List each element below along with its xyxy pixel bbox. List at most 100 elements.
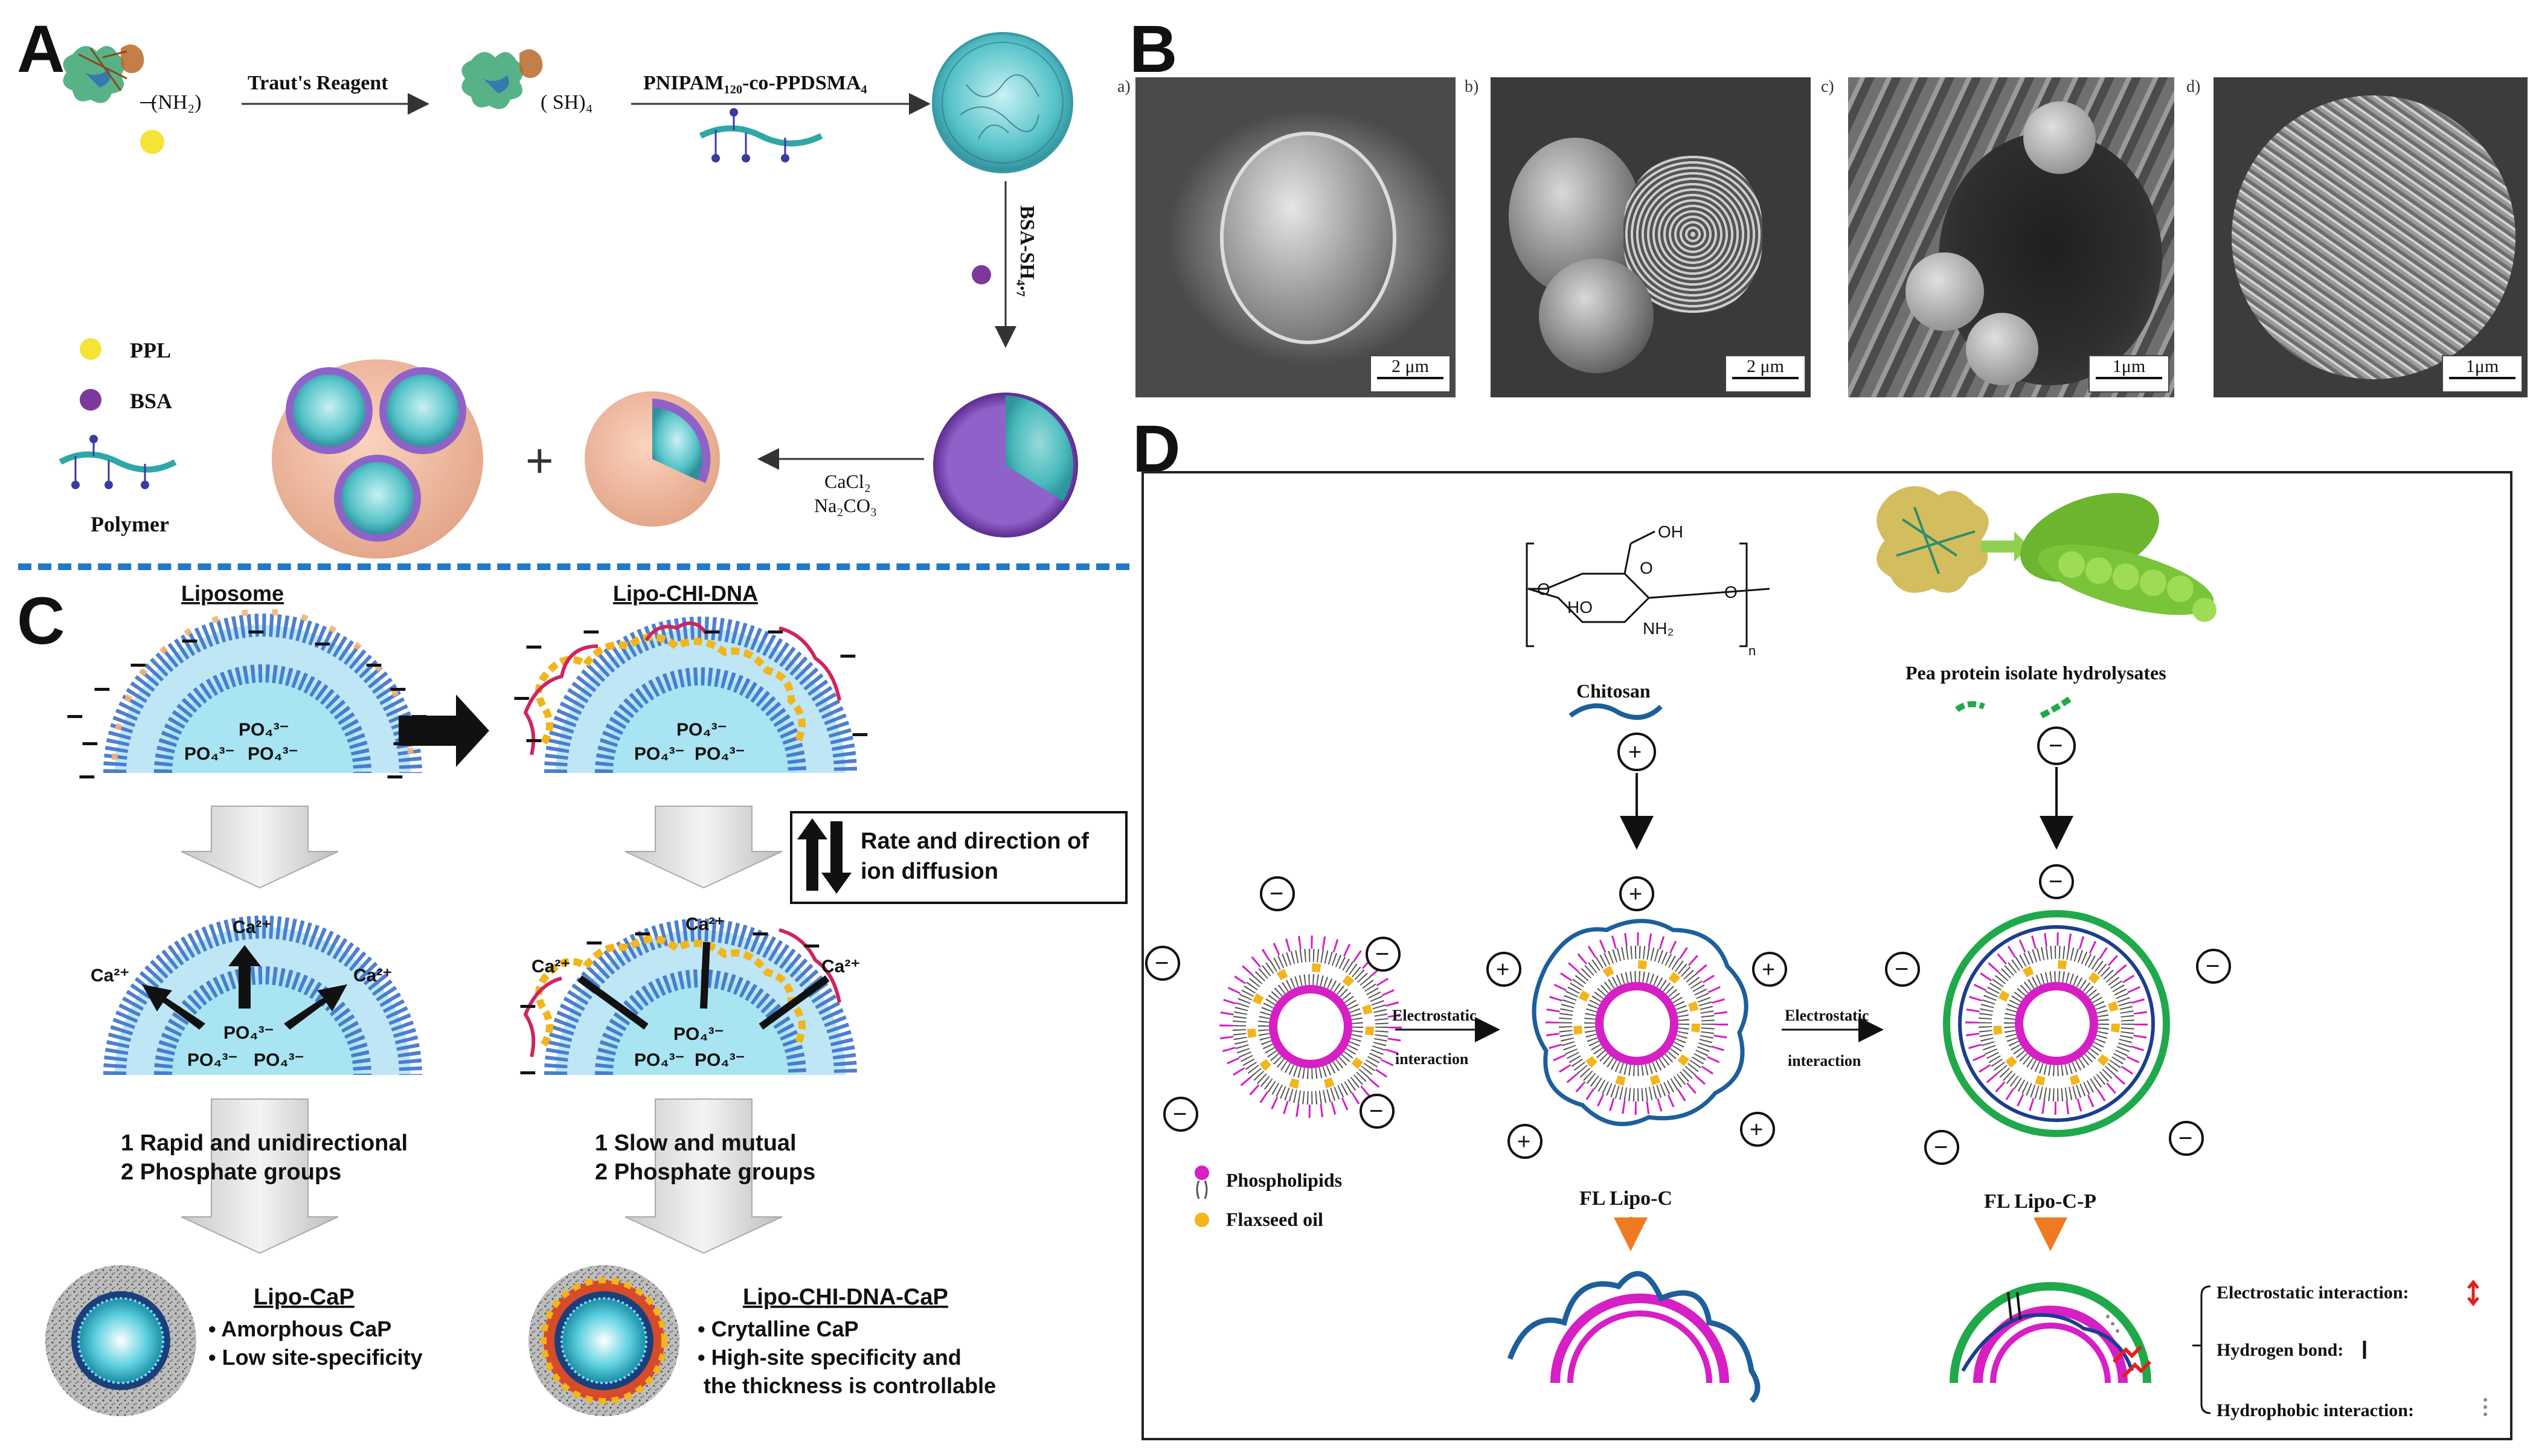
legend-bsa-icon <box>80 389 101 411</box>
svg-text:ion diffusion: ion diffusion <box>861 859 998 884</box>
sem-sublabel-d: d) <box>2186 77 2201 96</box>
sem-image-c: 1μm <box>1848 77 2174 397</box>
panel-c-diagram: Liposome Lipo-CHI-DNA PO₄³⁻ PO₄³⁻ PO₄³⁻ … <box>45 581 1128 1416</box>
svg-text:−: − <box>1270 880 1283 907</box>
svg-text:Ca²⁺: Ca²⁺ <box>821 957 860 977</box>
svg-text:−: − <box>1375 941 1389 967</box>
svg-text:HO: HO <box>1567 598 1593 617</box>
sem-sublabel-a: a) <box>1117 77 1131 96</box>
cap-coated-capsule-icon <box>585 391 720 527</box>
svg-text:Ca²⁺: Ca²⁺ <box>233 917 271 937</box>
pea-protein-image <box>1876 486 2217 622</box>
fl-lipo-c-p-liposome <box>1943 910 2170 1137</box>
svg-text:PO₄³⁻: PO₄³⁻ <box>223 1023 274 1043</box>
chitosan-label: Chitosan <box>1576 680 1651 702</box>
electrostatic-label-2b: interaction <box>1788 1052 1861 1070</box>
svg-text:–: – <box>519 1054 536 1088</box>
svg-text:+: + <box>1750 1117 1763 1143</box>
svg-text:–: – <box>94 670 111 704</box>
scalebar-a: 2 μm <box>1370 355 1451 393</box>
lipo-cap-particle <box>45 1265 196 1416</box>
svg-text:Ca²⁺: Ca²⁺ <box>353 966 392 986</box>
svg-text:–: – <box>525 628 542 662</box>
protein-thiolated-icon <box>461 49 543 109</box>
polymer-name: PNIPAM₁₂₀-co-PPDSMA₄ <box>643 72 867 94</box>
fl-lipo-c-p-label: FL Lipo-C-P <box>1984 1190 2096 1213</box>
svg-text:NH₂: NH₂ <box>1643 619 1674 638</box>
title-liposome: Liposome <box>181 581 284 606</box>
electrostatic-label-1a: Electrostatic <box>1392 1007 1477 1024</box>
svg-text:PO₄³⁻: PO₄³⁻ <box>634 744 684 764</box>
svg-text:–: – <box>752 915 769 949</box>
lipo-chi-dna-half-1: PO₄³⁻ PO₄³⁻ PO₄³⁻ ––– ––– –– <box>513 613 868 774</box>
svg-text:−: − <box>1934 1134 1948 1161</box>
lipo-chi-dna-half-2: PO₄³⁻ PO₄³⁻ PO₄³⁻ Ca²⁺ Ca²⁺ Ca²⁺ ––– ––– <box>519 914 860 1088</box>
lipo-chi-dna-cap-particle <box>528 1265 679 1416</box>
chitosan-charge: + <box>1628 740 1642 765</box>
svg-text:Ca²⁺: Ca²⁺ <box>91 966 129 986</box>
svg-text:O: O <box>1640 559 1653 577</box>
sem-image-d: 1μm <box>2214 77 2528 397</box>
svg-text:–: – <box>314 625 331 659</box>
svg-text:–: – <box>387 758 403 792</box>
reagent-na2co3: Na₂CO₃ <box>814 495 877 516</box>
sem-image-b: 2 μm <box>1491 77 1811 397</box>
svg-text:–: – <box>840 637 856 671</box>
svg-text:+: + <box>1762 957 1775 983</box>
legend-ppl-icon <box>80 338 101 360</box>
bsa-dot-icon <box>972 265 991 284</box>
svg-text:–: – <box>79 758 95 792</box>
interaction-bracket <box>2200 1285 2211 1414</box>
legend-polymer: Polymer <box>91 512 169 536</box>
panel-label-b: B <box>1129 12 1178 86</box>
legend-flaxseed-icon <box>1195 1213 1209 1227</box>
legend-polymer-icon <box>59 435 177 489</box>
bsa-coated-capsule-icon <box>933 393 1078 537</box>
svg-text:–: – <box>513 679 530 713</box>
svg-text:PO₄³⁻: PO₄³⁻ <box>695 1050 745 1070</box>
svg-text:+: + <box>1496 957 1509 983</box>
panel-label-a: A <box>17 12 65 86</box>
lipo-chi-dna-cap-bullet-2: • High-site specificity and <box>698 1345 962 1370</box>
pea-label: Pea protein isolate hydrolysates <box>1905 662 2166 684</box>
svg-text:–: – <box>852 716 868 749</box>
svg-text:PO₄³⁻: PO₄³⁻ <box>239 720 289 740</box>
reagent-bsa-sh: BSA-SH₄.₇ <box>1016 205 1038 297</box>
svg-text:PO₄³⁻: PO₄³⁻ <box>634 1050 684 1070</box>
zoom-lipo-c-p <box>1950 1282 2152 1384</box>
reagent-cacl2: CaCl₂ <box>824 470 871 492</box>
sem-image-a: 2 μm <box>1135 77 1456 397</box>
svg-text:–: – <box>704 613 721 647</box>
svg-text:−: − <box>2178 1125 2192 1152</box>
nanocapsule-icon <box>932 32 1073 173</box>
legend-ppl: PPL <box>130 338 171 362</box>
panel-label-c: C <box>17 584 65 658</box>
lipo-chi-dna-cap-bullet-1: • Crytalline CaP <box>698 1316 859 1341</box>
svg-text:Ca²⁺: Ca²⁺ <box>685 914 724 934</box>
gray-arrow-right-1 <box>624 806 783 889</box>
lipo-chi-dna-cap-title: Lipo-CHI-DNA-CaP <box>743 1284 948 1310</box>
legend-phospholipids: Phospholipids <box>1226 1169 1342 1191</box>
gray-arrow-left-2 <box>181 1098 339 1254</box>
lipo-chi-dna-cap-bullet-3: the thickness is controllable <box>704 1373 996 1398</box>
svg-text:–: – <box>634 915 651 949</box>
svg-text:−: − <box>1155 950 1169 977</box>
lipo-cap-bullet-1: • Amorphous CaP <box>208 1316 391 1341</box>
svg-text:–: – <box>803 927 820 961</box>
svg-text:–: – <box>66 698 83 731</box>
panel-d-diagram: OH O O O HO NH₂ n Chitosan + Pea protein… <box>1145 486 2487 1420</box>
legend-bsa: BSA <box>130 389 172 413</box>
zoom-lipo-c <box>1507 1271 1761 1403</box>
scalebar-d: 1μm <box>2442 355 2523 393</box>
flaxseed-liposome <box>1219 935 1402 1118</box>
svg-text:–: – <box>390 670 406 704</box>
svg-text:PO₄³⁻: PO₄³⁻ <box>248 744 298 764</box>
title-lipo-chi-dna: Lipo-CHI-DNA <box>613 581 758 606</box>
svg-text:Ca²⁺: Ca²⁺ <box>531 957 570 977</box>
sem-sublabel-c: c) <box>1821 77 1834 96</box>
left-step-1: 1 Rapid and unidirectional <box>121 1130 408 1156</box>
svg-text:+: + <box>1629 882 1642 907</box>
fl-lipo-c-label: FL Lipo-C <box>1579 1187 1672 1210</box>
svg-text:PO₄³⁻: PO₄³⁻ <box>673 1024 724 1044</box>
svg-text:PO₄³⁻: PO₄³⁻ <box>676 720 727 740</box>
